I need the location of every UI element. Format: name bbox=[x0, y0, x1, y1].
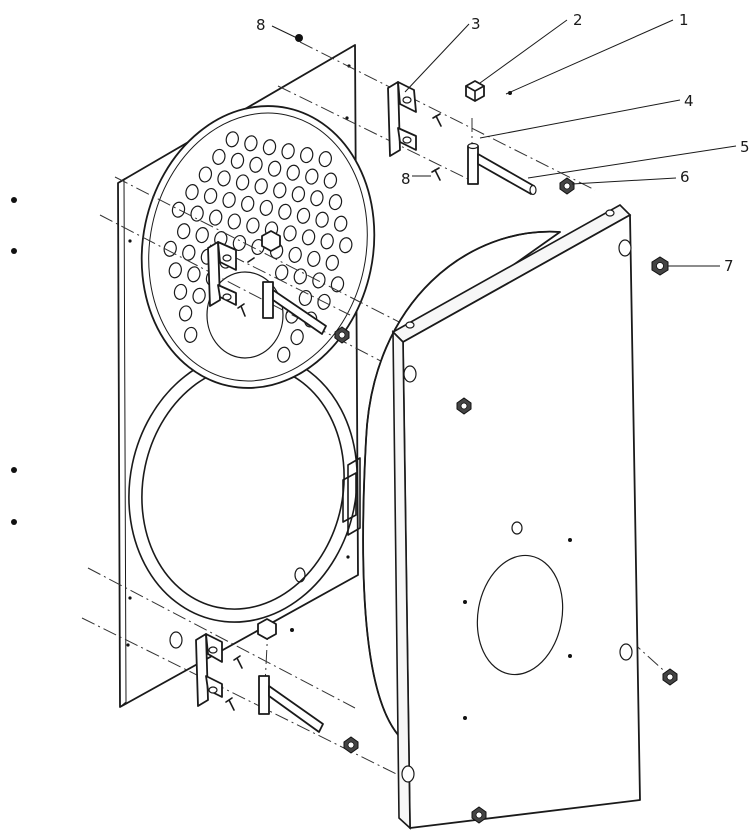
perforation-hole bbox=[209, 209, 223, 226]
perforation-hole bbox=[232, 234, 247, 252]
perforation-hole bbox=[339, 237, 353, 254]
hex-nut bbox=[662, 668, 678, 686]
callout-7: 7 bbox=[724, 257, 734, 275]
perforation-hole bbox=[212, 148, 226, 165]
perforation-hole bbox=[187, 266, 201, 283]
perforation-hole bbox=[305, 168, 319, 185]
perforation-hole bbox=[171, 201, 186, 218]
perforation-hole bbox=[330, 276, 345, 293]
perforation-hole bbox=[227, 213, 241, 230]
hex-nuts bbox=[334, 177, 678, 824]
perforation-hole bbox=[325, 254, 339, 271]
callout-leaders bbox=[271, 19, 737, 267]
perforation-hole bbox=[301, 229, 316, 246]
perforation-hole bbox=[259, 199, 273, 216]
perforation-hole bbox=[168, 262, 182, 279]
perforation-hole bbox=[310, 190, 324, 207]
perforation-hole bbox=[298, 289, 313, 307]
perforation-hole bbox=[328, 194, 343, 211]
perforation-hole bbox=[173, 283, 188, 300]
perforation-hole bbox=[249, 156, 263, 173]
perforation-hole bbox=[178, 305, 193, 322]
hex-nut bbox=[471, 806, 487, 824]
top-hinge-bracket bbox=[387, 81, 417, 157]
perforation-hole bbox=[241, 195, 255, 212]
perforation-hole bbox=[286, 164, 300, 181]
perforation-hole bbox=[291, 186, 306, 203]
perforation-hole bbox=[288, 246, 302, 263]
callout-1: 1 bbox=[679, 11, 689, 29]
perforation-hole bbox=[334, 215, 348, 232]
callout-4: 4 bbox=[684, 92, 694, 110]
perforation-hole bbox=[290, 329, 304, 346]
hex-nut bbox=[334, 326, 350, 344]
perforation-hole bbox=[192, 287, 206, 304]
perforation-hole bbox=[230, 152, 245, 169]
perforation-hole bbox=[300, 147, 314, 164]
perforation-hole bbox=[318, 151, 332, 168]
hex-nut bbox=[559, 177, 575, 195]
perforation-hole bbox=[320, 233, 334, 250]
perforation-hole bbox=[195, 227, 209, 244]
front-plate bbox=[391, 204, 641, 830]
callout-5: 5 bbox=[740, 138, 750, 156]
hex-nut bbox=[343, 736, 359, 754]
perforation-hole bbox=[281, 143, 295, 160]
perforation-hole bbox=[222, 191, 236, 209]
perforation-hole bbox=[267, 160, 282, 177]
perforation-hole bbox=[315, 211, 329, 228]
perforation-hole bbox=[235, 174, 250, 191]
cylinder-body bbox=[342, 230, 561, 743]
callout-labels: 1 2 3 4 5 6 7 8 8 bbox=[256, 11, 750, 275]
callout-8-top: 8 bbox=[256, 16, 266, 34]
perforation-hole bbox=[190, 205, 204, 222]
callout-3: 3 bbox=[471, 15, 481, 33]
perforation-hole bbox=[251, 238, 265, 256]
perforation-hole bbox=[244, 135, 258, 152]
top-cap-nut bbox=[465, 80, 512, 102]
bottom-hinge bbox=[195, 618, 324, 733]
perforation-hole bbox=[312, 272, 326, 289]
perforated-disc bbox=[140, 105, 376, 389]
perforation-hole bbox=[217, 170, 231, 187]
callout-8-screw: 8 bbox=[401, 170, 411, 188]
perforation-hole bbox=[177, 223, 191, 240]
mounted-hinge bbox=[207, 230, 327, 335]
perforation-hole bbox=[273, 182, 287, 199]
perforation-hole bbox=[277, 346, 291, 363]
hex-nut bbox=[651, 256, 669, 276]
perforation-hole bbox=[323, 172, 338, 189]
callout-2: 2 bbox=[573, 11, 583, 29]
perforation-hole bbox=[225, 131, 239, 148]
perforation-hole bbox=[283, 225, 297, 242]
hex-nut bbox=[456, 397, 472, 415]
perforation-hole bbox=[246, 217, 260, 234]
perforation-hole bbox=[184, 326, 198, 343]
top-hinge-pin bbox=[467, 142, 537, 196]
margin-marks bbox=[11, 197, 17, 525]
perforation-hole bbox=[296, 207, 311, 224]
perforation-hole bbox=[278, 203, 292, 220]
callout-6: 6 bbox=[680, 168, 690, 186]
perforation-hole bbox=[203, 187, 218, 205]
perforation-hole bbox=[185, 184, 199, 201]
perforation-hole bbox=[262, 139, 277, 156]
perforation-hole bbox=[307, 250, 321, 267]
top-screws bbox=[431, 113, 442, 181]
perforation-hole bbox=[254, 178, 268, 195]
perforation-hole bbox=[198, 166, 213, 183]
